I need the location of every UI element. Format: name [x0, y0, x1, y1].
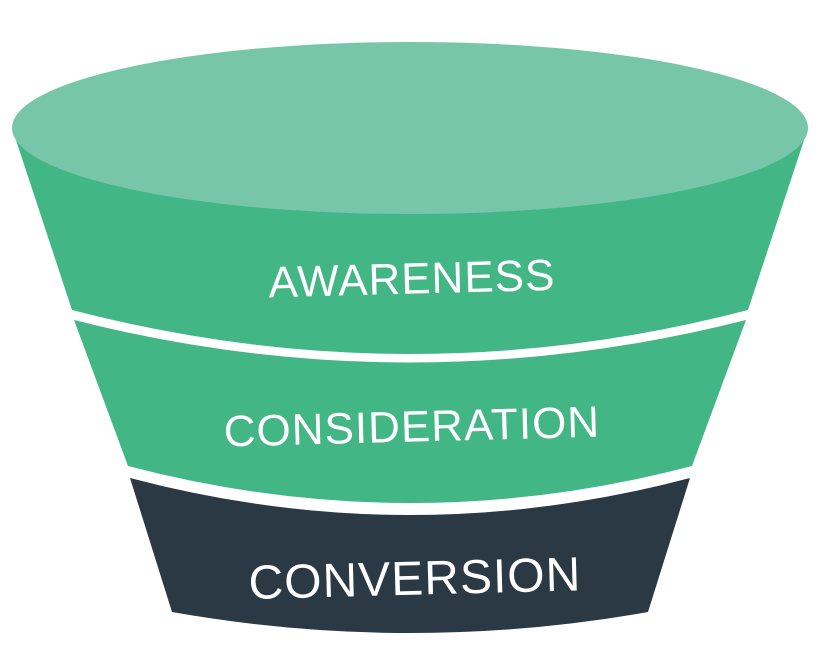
stage-label-conversion: CONVERSION [248, 548, 582, 610]
funnel-top-rim [12, 42, 808, 214]
conversion-band [130, 478, 690, 633]
stage-label-consideration: CONSIDERATION [223, 398, 601, 457]
stage-label-awareness: AWARENESS [268, 251, 556, 307]
consideration-band [74, 320, 746, 503]
